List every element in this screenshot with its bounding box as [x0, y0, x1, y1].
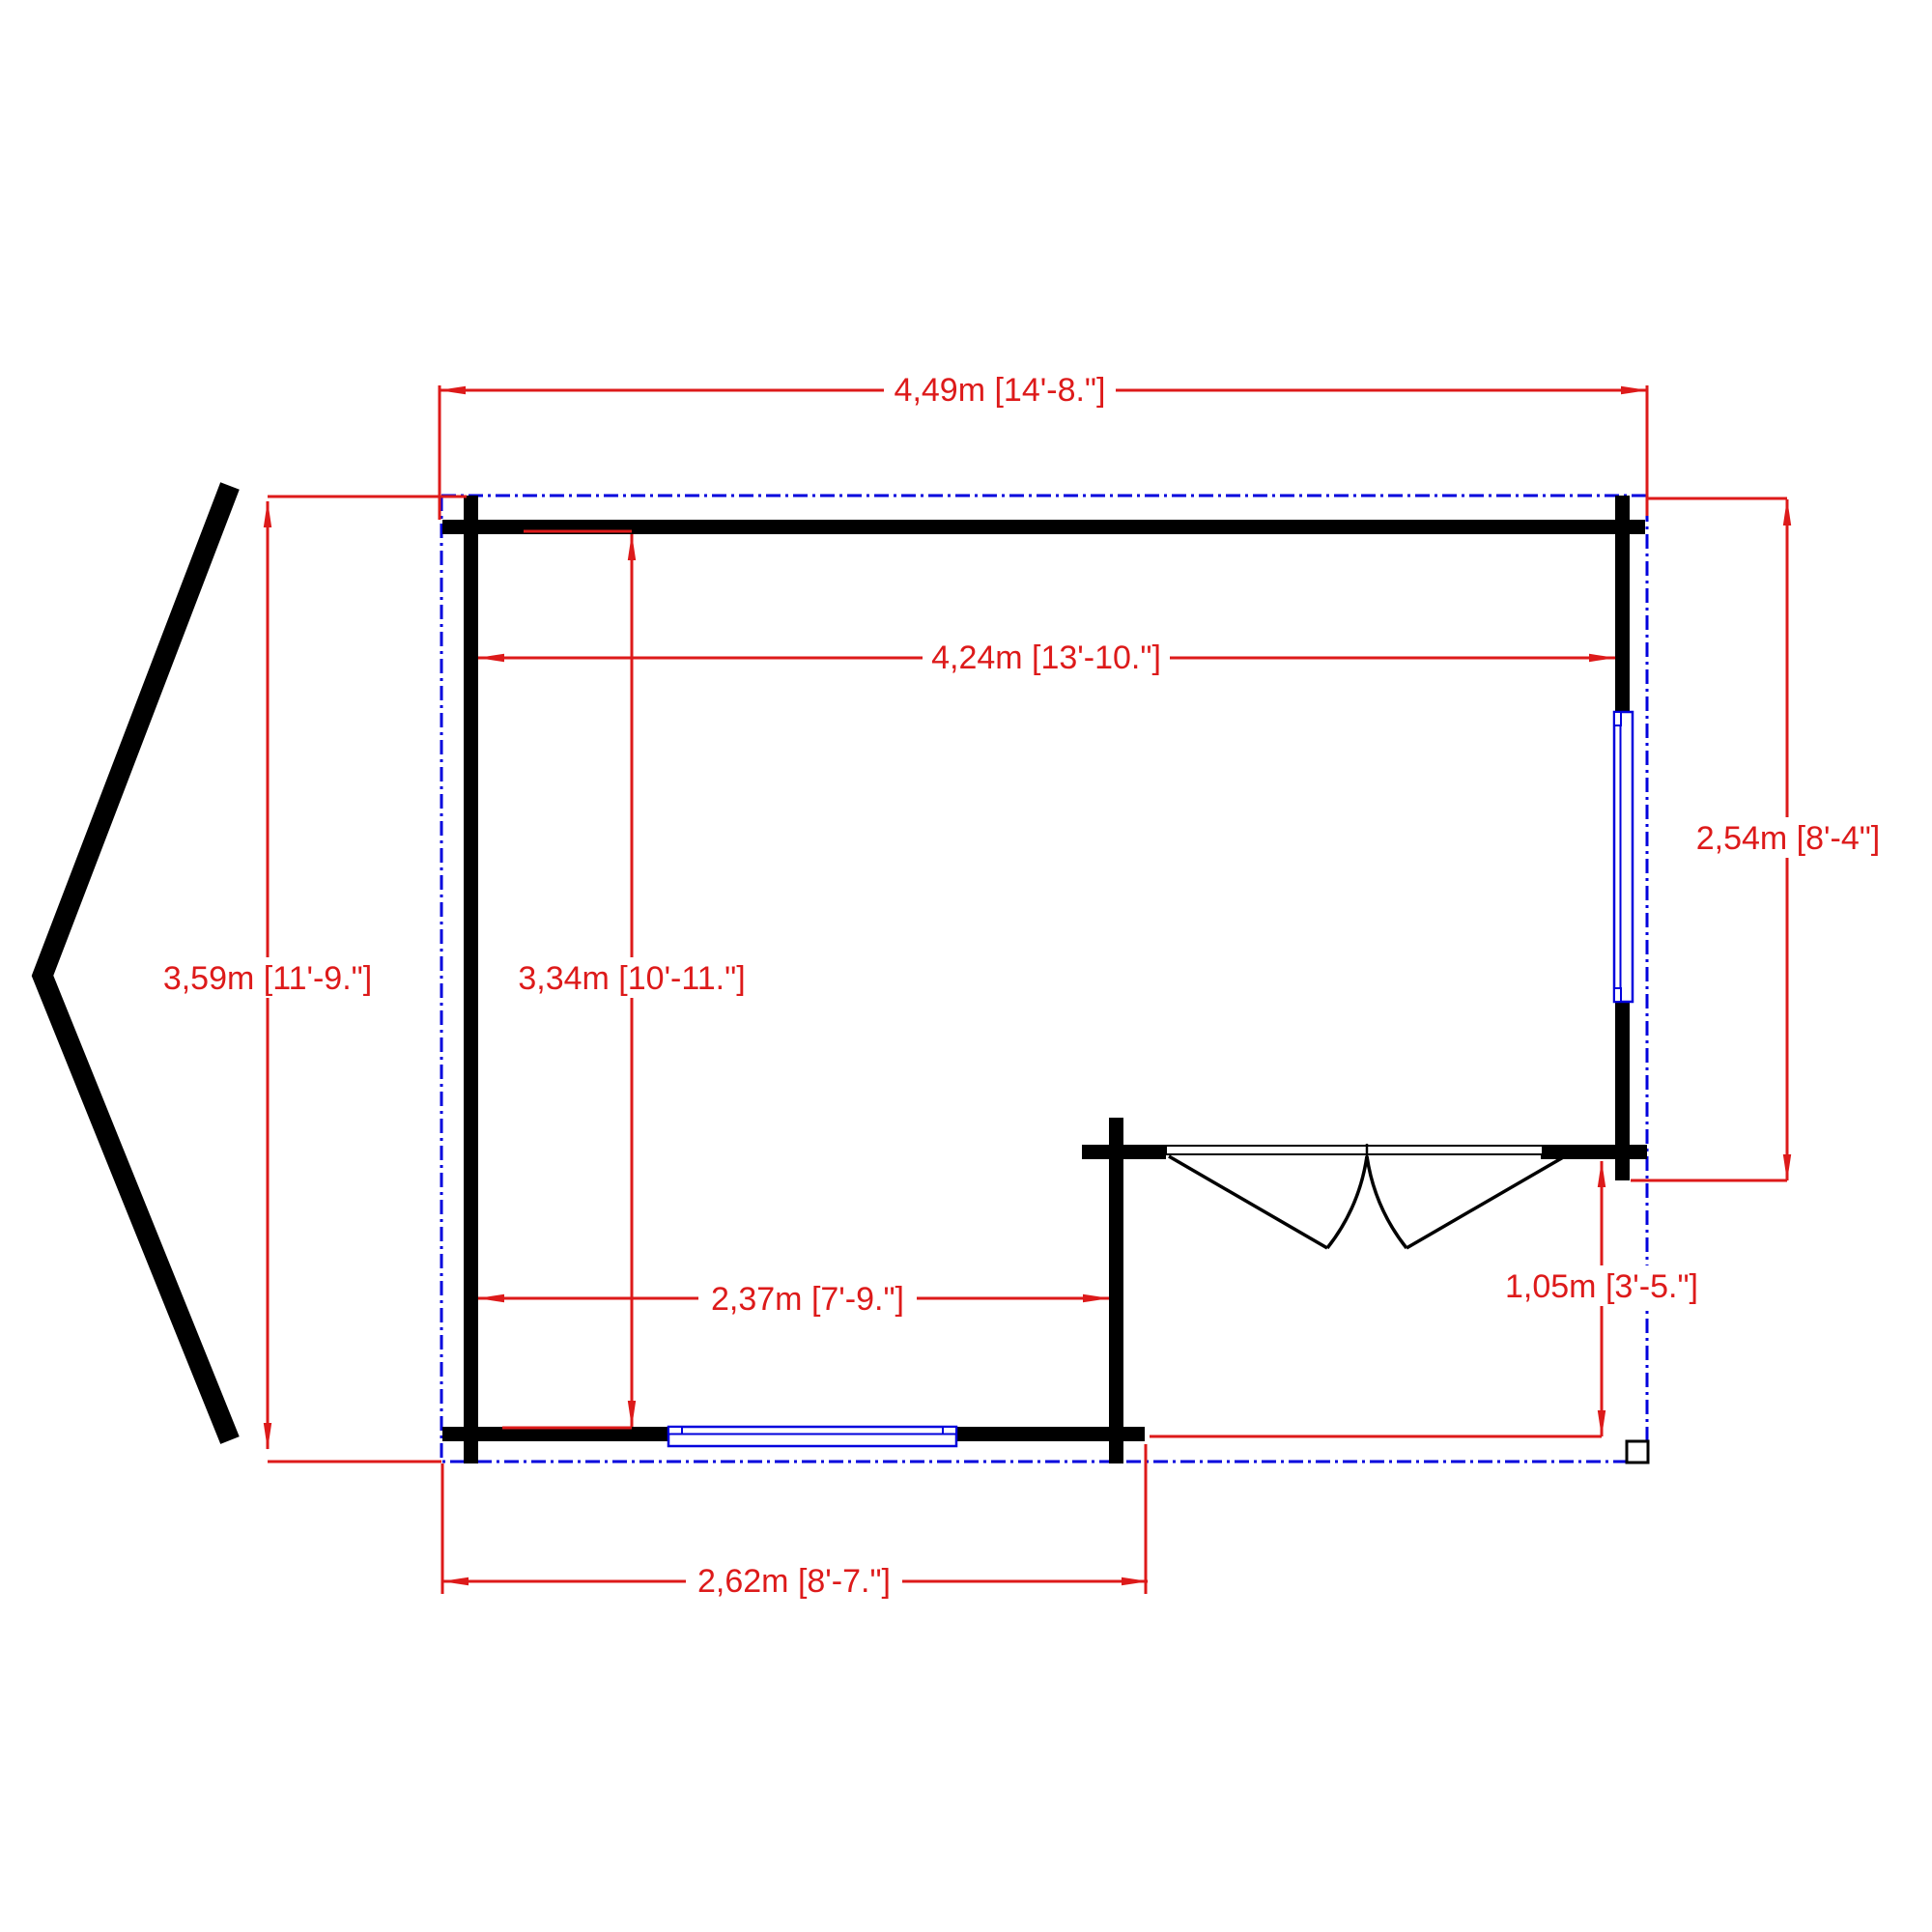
gable-chevron-icon	[31, 482, 240, 1444]
wall-right-lower	[1615, 1002, 1630, 1180]
double-door	[1165, 1144, 1566, 1250]
dim-label-overall-depth: 3,59m [11'-9."]	[163, 960, 372, 997]
roof-overhang-outline	[440, 494, 1649, 1463]
dim-label-room-width: 2,37m [7'-9."]	[711, 1281, 904, 1318]
dim-label-bottom-width: 2,62m [8'-7."]	[697, 1563, 891, 1600]
extension-lines	[268, 385, 1787, 1594]
door-threshold	[1165, 1145, 1544, 1155]
dim-label-inner-depth: 3,34m [10'-11."]	[518, 960, 745, 997]
wall-bottom-left	[442, 1427, 668, 1441]
door-swing-left	[1325, 1155, 1369, 1250]
wall-left	[464, 496, 478, 1463]
window-bottom	[667, 1425, 958, 1448]
veranda-corner-post	[1625, 1439, 1650, 1464]
dim-label-right-opening: 2,54m [8'-4"]	[1696, 820, 1881, 857]
wall-door-stub-left	[1082, 1145, 1166, 1159]
dimension-lines	[263, 385, 1792, 1586]
door-leaf-left	[1168, 1154, 1328, 1250]
door-leaf-right	[1406, 1154, 1566, 1250]
door-swing-right	[1365, 1155, 1408, 1250]
label-masks	[153, 369, 1892, 1601]
dim-label-inner-width: 4,24m [13'-10."]	[931, 639, 1161, 676]
wall-partition	[1109, 1118, 1123, 1463]
wall-top	[442, 520, 1645, 534]
walls	[442, 496, 1647, 1463]
wall-bottom-right	[956, 1427, 1145, 1441]
dim-label-overall-width: 4,49m [14'-8."]	[895, 372, 1106, 409]
window-right	[1612, 710, 1634, 1004]
wall-door-stub-right	[1541, 1145, 1647, 1159]
dim-label-porch-depth: 1,05m [3'-5."]	[1505, 1268, 1698, 1305]
wall-right-upper	[1615, 496, 1630, 712]
